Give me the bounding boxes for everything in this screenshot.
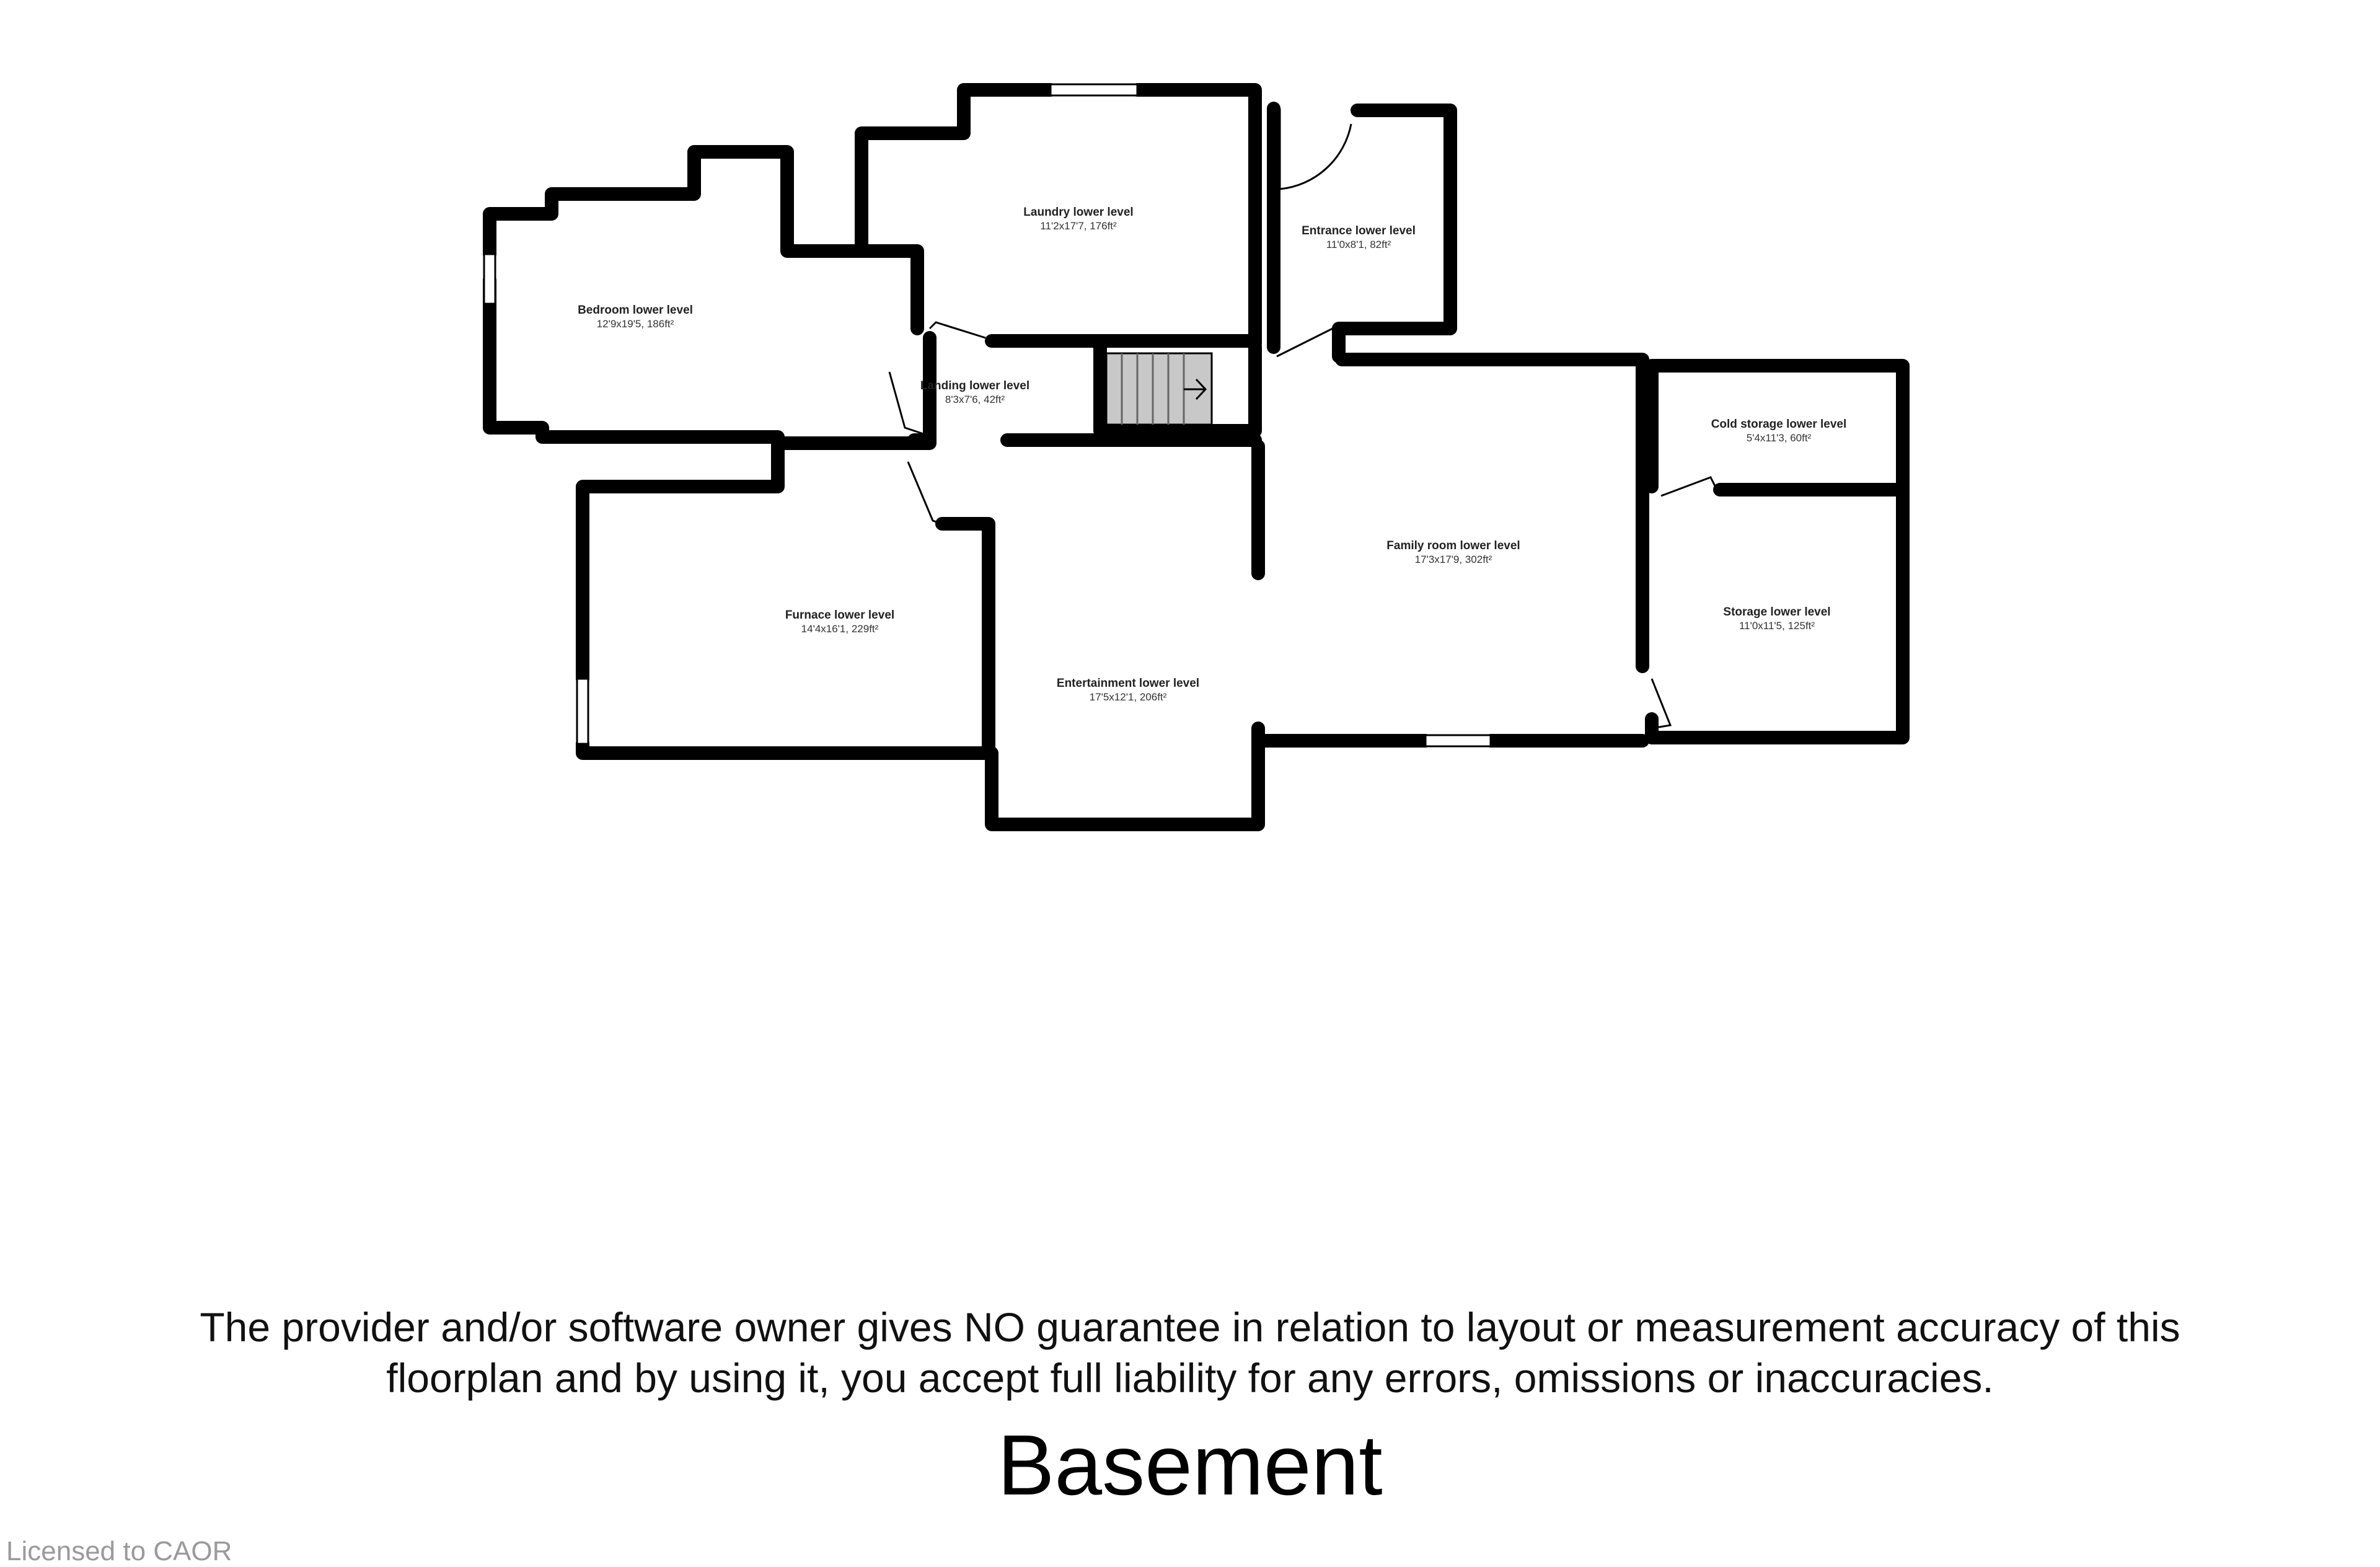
room-dims-entertainment: 17'5x12'1, 206ft² — [1090, 691, 1167, 703]
door-bedroom — [888, 371, 924, 435]
floor-plan: Laundry lower level 11'2x17'7, 176ft² En… — [483, 83, 1910, 831]
windows — [483, 83, 1492, 748]
room-label-landing: Landing lower level — [920, 379, 1029, 392]
room-label-entertainment: Entertainment lower level — [1057, 677, 1199, 690]
room-dims-laundry: 11'2x17'7, 176ft² — [1040, 220, 1117, 232]
room-dims-family-room: 17'3x17'9, 302ft² — [1415, 554, 1492, 565]
cold-storage-wall — [1645, 359, 1910, 744]
door-entrance — [1279, 108, 1352, 190]
door-furnace — [907, 461, 943, 525]
door-storage — [1651, 678, 1672, 730]
room-label-cold-storage: Cold storage lower level — [1711, 418, 1847, 431]
window-laundry — [1049, 83, 1139, 97]
window-family — [1424, 734, 1492, 748]
entrance-wall-right — [1332, 104, 1457, 363]
room-labels: Laundry lower level 11'2x17'7, 176ft² En… — [578, 206, 1846, 703]
laundry-wall-top — [1130, 83, 1262, 351]
entertainment-wall — [985, 722, 1265, 831]
room-dims-furnace: 14'4x16'1, 229ft² — [801, 623, 879, 635]
window-bedroom — [483, 253, 496, 305]
room-label-entrance: Entrance lower level — [1302, 224, 1416, 237]
door-laundry — [928, 321, 986, 339]
bedroom-wall — [483, 273, 937, 450]
furnace-wall-bottom — [576, 517, 995, 760]
room-label-storage: Storage lower level — [1723, 606, 1830, 619]
room-label-family-room: Family room lower level — [1386, 539, 1520, 552]
room-dims-bedroom: 12'9x19'5, 186ft² — [597, 318, 674, 330]
stairs-arrow-icon — [1184, 378, 1207, 400]
furnace-wall — [576, 436, 785, 686]
room-dims-landing: 8'3x7'6, 42ft² — [945, 394, 1005, 405]
floor-title: Basement — [997, 1418, 1383, 1513]
room-dims-cold-storage: 5'4x11'3, 60ft² — [1747, 432, 1812, 444]
window-furnace — [576, 678, 589, 745]
stairs — [1105, 352, 1213, 426]
room-label-furnace: Furnace lower level — [785, 609, 894, 622]
disclaimer-line-2: floorplan and by using it, you accept fu… — [386, 1355, 1994, 1401]
disclaimer-line-1: The provider and/or software owner gives… — [200, 1304, 2180, 1350]
room-dims-storage: 11'0x11'5, 125ft² — [1739, 620, 1815, 632]
disclaimer: The provider and/or software owner gives… — [0, 1302, 2380, 1403]
walls — [483, 83, 1910, 831]
doors — [888, 108, 1718, 730]
landing-wall — [1093, 340, 1262, 438]
family-wall — [1335, 353, 1649, 673]
bedroom-wall-upper — [483, 145, 924, 335]
room-label-bedroom: Bedroom lower level — [578, 304, 693, 317]
room-dims-entrance: 11'0x8'1, 82ft² — [1326, 239, 1391, 250]
door-cold-storage — [1660, 476, 1718, 497]
door-family — [1276, 327, 1343, 358]
laundry-wall — [855, 83, 1057, 255]
room-label-laundry: Laundry lower level — [1023, 206, 1133, 219]
watermark: Licensed to CAOR — [6, 1536, 232, 1566]
